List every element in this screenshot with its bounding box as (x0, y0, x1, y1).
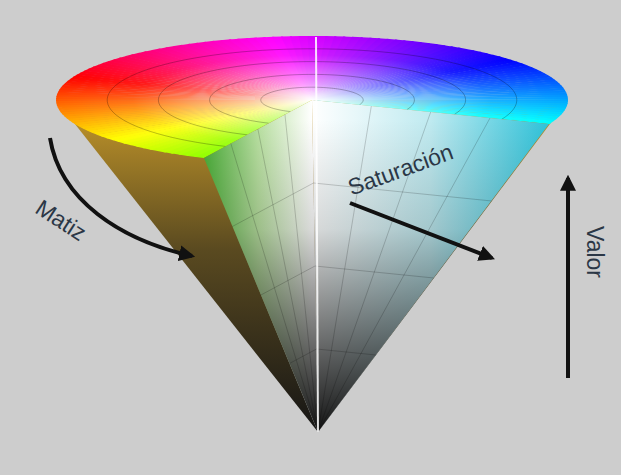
face-grid-line (318, 118, 490, 432)
value-axis (316, 37, 318, 432)
cut-face-right-shade (312, 100, 549, 432)
face-grid-line (289, 349, 316, 364)
cut-face-right (312, 100, 549, 432)
face-grid-line (315, 266, 434, 278)
value-arrow (566, 178, 570, 378)
axis-label: Matiz (31, 196, 90, 245)
face-grid-line (258, 129, 318, 432)
face-grid-line (317, 349, 376, 355)
saturation-arrow (350, 203, 492, 258)
cone-body (56, 100, 568, 432)
cut-face-left (204, 100, 318, 432)
cut-face-left-shade (204, 100, 318, 432)
face-grid-line (231, 144, 318, 432)
face-grid (231, 106, 492, 432)
axis-label: Valor (583, 226, 606, 278)
